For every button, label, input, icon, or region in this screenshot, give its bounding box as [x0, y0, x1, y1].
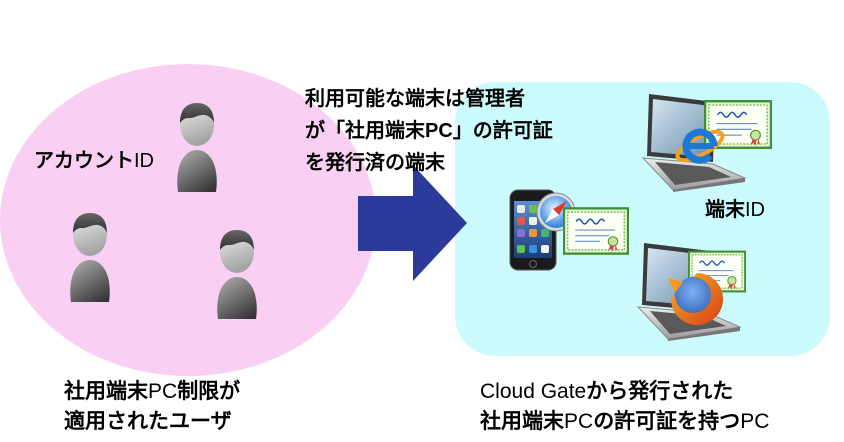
- firefox-icon: [668, 273, 723, 325]
- users-caption-line-2: 適用されたユーザ: [64, 410, 232, 433]
- caption-text: 社用端末: [480, 410, 564, 433]
- devices-caption-line-2: 社用端末PCの許可証を持つPC: [480, 410, 769, 440]
- device-id-label: 端末ID: [705, 200, 765, 220]
- caption-text: PC: [148, 380, 178, 403]
- device-smartphone-safari: [509, 189, 629, 271]
- caption-text: Cloud Gate: [480, 380, 587, 403]
- arrow-description-line: が「社用端末PC」の許可証: [305, 120, 553, 142]
- device-id-label-latin: ID: [745, 199, 765, 221]
- arrow-description-line: 利用可能な端末は管理者: [305, 88, 525, 110]
- account-id-label: アカウントID: [34, 151, 154, 171]
- caption-text: 社用端末: [64, 380, 148, 403]
- caption-text: PC: [740, 410, 770, 433]
- caption-text: 制限が: [177, 380, 241, 403]
- device-laptop-firefox: [637, 242, 746, 342]
- caption-text: から発行された: [586, 380, 734, 403]
- right-arrow: [358, 165, 467, 281]
- users-caption-line-1: 社用端末PC制限が: [64, 380, 240, 410]
- certificate-icon: [563, 207, 629, 255]
- arrow-description-line: を発行済の端末: [305, 152, 445, 174]
- users-caption: 社用端末PC制限が 適用されたユーザ: [64, 380, 240, 440]
- device-id-label-kana: 端末: [705, 199, 745, 221]
- caption-text: の許可証を持つ: [593, 410, 741, 433]
- caption-text: PC: [564, 410, 594, 433]
- device-laptop-ie: [642, 93, 772, 192]
- arrow-description: 利用可能な端末は管理者 が「社用端末PC」の許可証 を発行済の端末: [305, 88, 553, 184]
- internet-explorer-icon: [675, 128, 725, 164]
- account-id-label-kana: アカウント: [34, 150, 134, 172]
- devices-caption-line-1: Cloud Gateから発行された: [480, 380, 769, 410]
- account-id-label-latin: ID: [134, 150, 154, 172]
- devices-caption: Cloud Gateから発行された 社用端末PCの許可証を持つPC: [480, 380, 769, 440]
